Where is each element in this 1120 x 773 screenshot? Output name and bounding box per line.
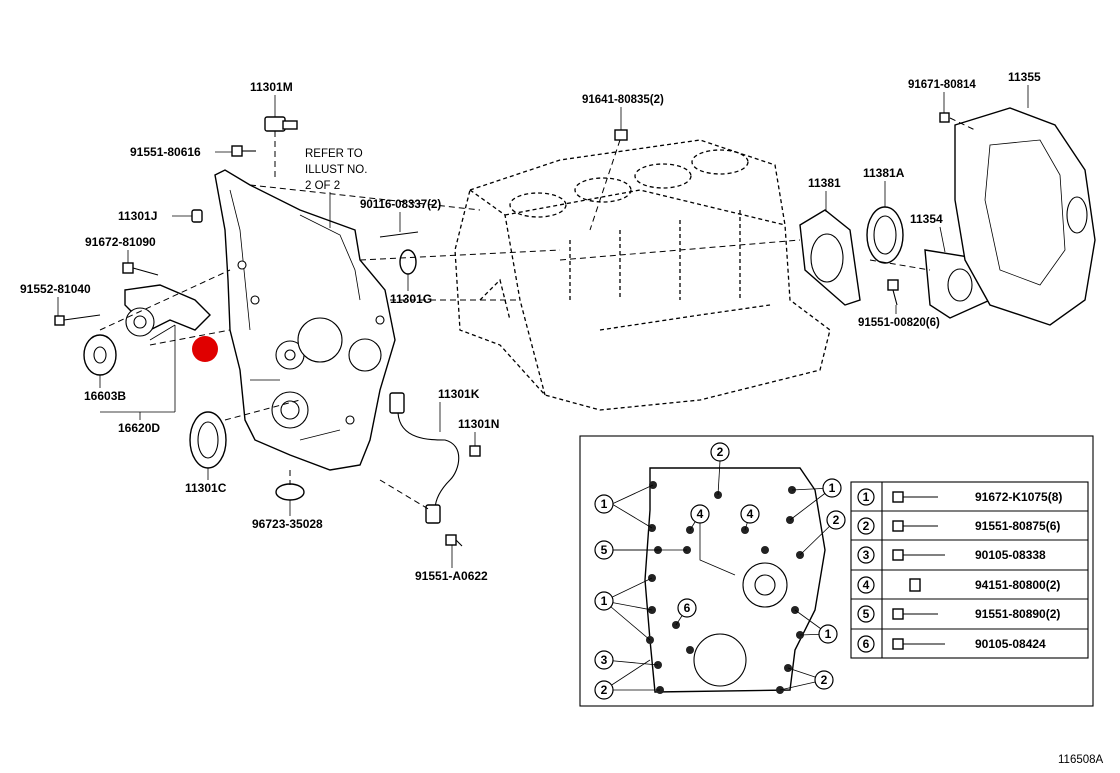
legend-row: 2 91551-80875(6) (857, 517, 1060, 535)
svg-text:5: 5 (863, 607, 870, 621)
svg-text:2: 2 (717, 445, 724, 459)
legend-row: 6 90105-08424 (857, 635, 1046, 653)
red-marker-dot (192, 336, 218, 362)
bolt-91641-80835 (589, 129, 628, 231)
stud-90116-08337 (379, 231, 419, 238)
tensioner-bracket (124, 284, 211, 337)
refer-note-line1: REFER TO (305, 148, 363, 160)
label-11301K: 11301K (438, 387, 480, 401)
bolt-91672-81090 (122, 262, 159, 276)
svg-text:2: 2 (833, 513, 840, 527)
leader-lines (99, 117, 976, 511)
bolt-11301J (191, 209, 203, 223)
svg-text:3: 3 (601, 653, 608, 667)
label-96723-35028: 96723-35028 (252, 517, 323, 531)
svg-text:2: 2 (821, 673, 828, 687)
svg-text:4: 4 (697, 507, 704, 521)
legend-row: 4 94151-80800(2) (857, 576, 1060, 594)
label-91672-81090: 91672-81090 (85, 235, 156, 249)
bolt-91551-80616 (231, 145, 256, 157)
inset-callouts: 2 1 5 1 3 2 4 4 6 1 2 1 2 (594, 442, 846, 700)
end-plate-11355 (954, 107, 1096, 326)
bolt-91551-A0622 (445, 534, 463, 547)
svg-text:2: 2 (601, 683, 608, 697)
svg-text:5: 5 (601, 543, 608, 557)
label-11301N: 11301N (458, 417, 499, 431)
bolt-91671-80814 (939, 112, 950, 123)
label-91551-00820: 91551-00820(6) (858, 317, 940, 329)
o-ring-96723-35028 (275, 483, 305, 501)
svg-text:2: 2 (863, 519, 870, 533)
refer-note-line3: 2 OF 2 (305, 180, 340, 192)
label-11355: 11355 (1008, 70, 1041, 84)
legend-row: 5 91551-80890(2) (857, 605, 1060, 623)
cam-position-sensor (264, 116, 298, 180)
label-91551-80616: 91551-80616 (130, 145, 201, 159)
label-91671-80814: 91671-80814 (908, 79, 976, 91)
svg-text:4: 4 (747, 507, 754, 521)
label-11381: 11381 (808, 176, 841, 190)
label-11301C: 11301C (185, 481, 227, 495)
cylinder-block (454, 139, 831, 411)
svg-text:91672-K1075(8): 91672-K1075(8) (975, 490, 1062, 504)
bolt-91551-00820 (887, 279, 899, 306)
crank-sensor-harness (389, 392, 481, 524)
label-90116-08337: 90116-08337(2) (360, 199, 441, 211)
svg-text:4: 4 (863, 578, 870, 592)
idler-pulley (83, 334, 117, 376)
label-11301M: 11301M (250, 80, 293, 94)
svg-text:91551-80875(6): 91551-80875(6) (975, 519, 1060, 533)
svg-text:1: 1 (863, 490, 870, 504)
o-ring-11301G (399, 249, 417, 275)
bolt-legend-table: 1 91672-K1075(8) 2 91551-80875(6) 3 9010… (850, 481, 1089, 659)
svg-text:90105-08424: 90105-08424 (975, 637, 1046, 651)
seal-retainer-11381 (799, 209, 861, 306)
svg-text:91551-80890(2): 91551-80890(2) (975, 607, 1060, 621)
refer-note-line2: ILLUST NO. (305, 164, 367, 176)
illustration-id: 116508A (1058, 754, 1104, 766)
oil-seal-11381A (866, 206, 904, 264)
bolt-location-inset: 2 1 5 1 3 2 4 4 6 1 2 1 2 1 (579, 435, 1094, 707)
label-91551-A0622: 91551-A0622 (415, 569, 488, 583)
svg-text:1: 1 (601, 497, 608, 511)
svg-text:1: 1 (601, 594, 608, 608)
label-91641-80835: 91641-80835(2) (582, 94, 664, 106)
label-11301J: 11301J (118, 209, 157, 223)
oil-seal-11301C (189, 411, 227, 469)
svg-text:1: 1 (829, 481, 836, 495)
svg-text:6: 6 (684, 601, 691, 615)
legend-row: 1 91672-K1075(8) (857, 488, 1062, 506)
bolt-91552-81040 (54, 314, 101, 326)
label-16620D: 16620D (118, 421, 160, 435)
svg-text:94151-80800(2): 94151-80800(2) (975, 578, 1060, 592)
legend-row: 3 90105-08338 (857, 546, 1046, 564)
label-11354: 11354 (910, 212, 943, 226)
svg-text:90105-08338: 90105-08338 (975, 548, 1046, 562)
part-labels: 11301M 91551-80616 REFER TO ILLUST NO. 2… (20, 70, 1104, 766)
label-16603B: 16603B (84, 389, 126, 403)
timing-chain-cover (214, 169, 396, 471)
svg-text:6: 6 (863, 637, 870, 651)
label-11301G: 11301G (390, 292, 432, 306)
label-11381A: 11381A (863, 166, 905, 180)
svg-text:3: 3 (863, 548, 870, 562)
label-91552-81040: 91552-81040 (20, 282, 91, 296)
svg-text:1: 1 (825, 627, 832, 641)
